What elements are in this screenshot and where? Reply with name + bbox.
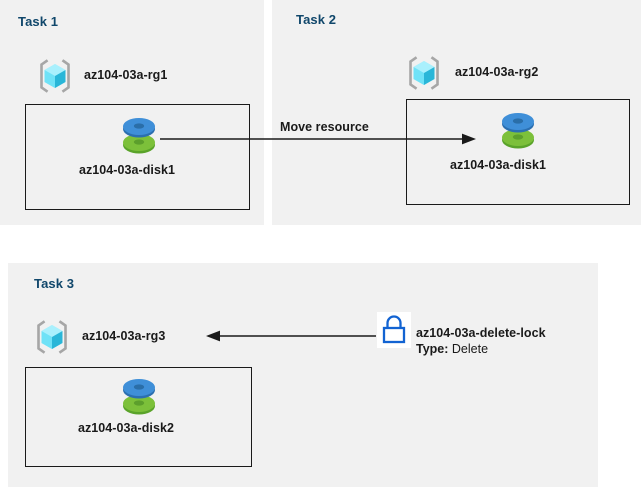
panel-task1-title: Task 1 xyxy=(18,14,59,29)
panel-task2 xyxy=(272,0,641,225)
task3-disk-label: az104-03a-disk2 xyxy=(78,421,174,435)
task3-resource-group-label: az104-03a-rg3 xyxy=(82,329,166,343)
lock-apply-arrow xyxy=(206,327,376,345)
disk-icon xyxy=(497,109,539,153)
task1-resource-group-box xyxy=(25,104,250,210)
task1-disk-label: az104-03a-disk1 xyxy=(79,163,175,177)
panel-task3 xyxy=(8,263,598,487)
move-resource-arrow-label: Move resource xyxy=(280,120,369,134)
panel-task3-title: Task 3 xyxy=(34,276,75,291)
task2-resource-group-label: az104-03a-rg2 xyxy=(455,65,539,79)
panel-task2-title: Task 2 xyxy=(296,12,337,27)
resource-group-cube-icon xyxy=(33,318,71,356)
resource-group-cube-icon xyxy=(36,57,74,95)
task3-resource-group-box xyxy=(25,367,252,467)
padlock-icon xyxy=(377,312,411,348)
delete-lock-type-key: Type: xyxy=(416,342,449,356)
disk-icon xyxy=(118,114,160,158)
task2-resource-group-box xyxy=(406,99,630,205)
task2-disk-label: az104-03a-disk1 xyxy=(450,158,546,172)
disk-icon xyxy=(118,375,160,419)
move-resource-arrow xyxy=(160,129,476,149)
delete-lock-type: Type: Delete xyxy=(416,342,488,356)
delete-lock-label: az104-03a-delete-lock xyxy=(416,326,546,340)
panel-task1 xyxy=(0,0,264,225)
delete-lock-type-value: Delete xyxy=(451,342,489,356)
task1-resource-group-label: az104-03a-rg1 xyxy=(84,68,168,82)
resource-group-cube-icon xyxy=(405,54,443,92)
